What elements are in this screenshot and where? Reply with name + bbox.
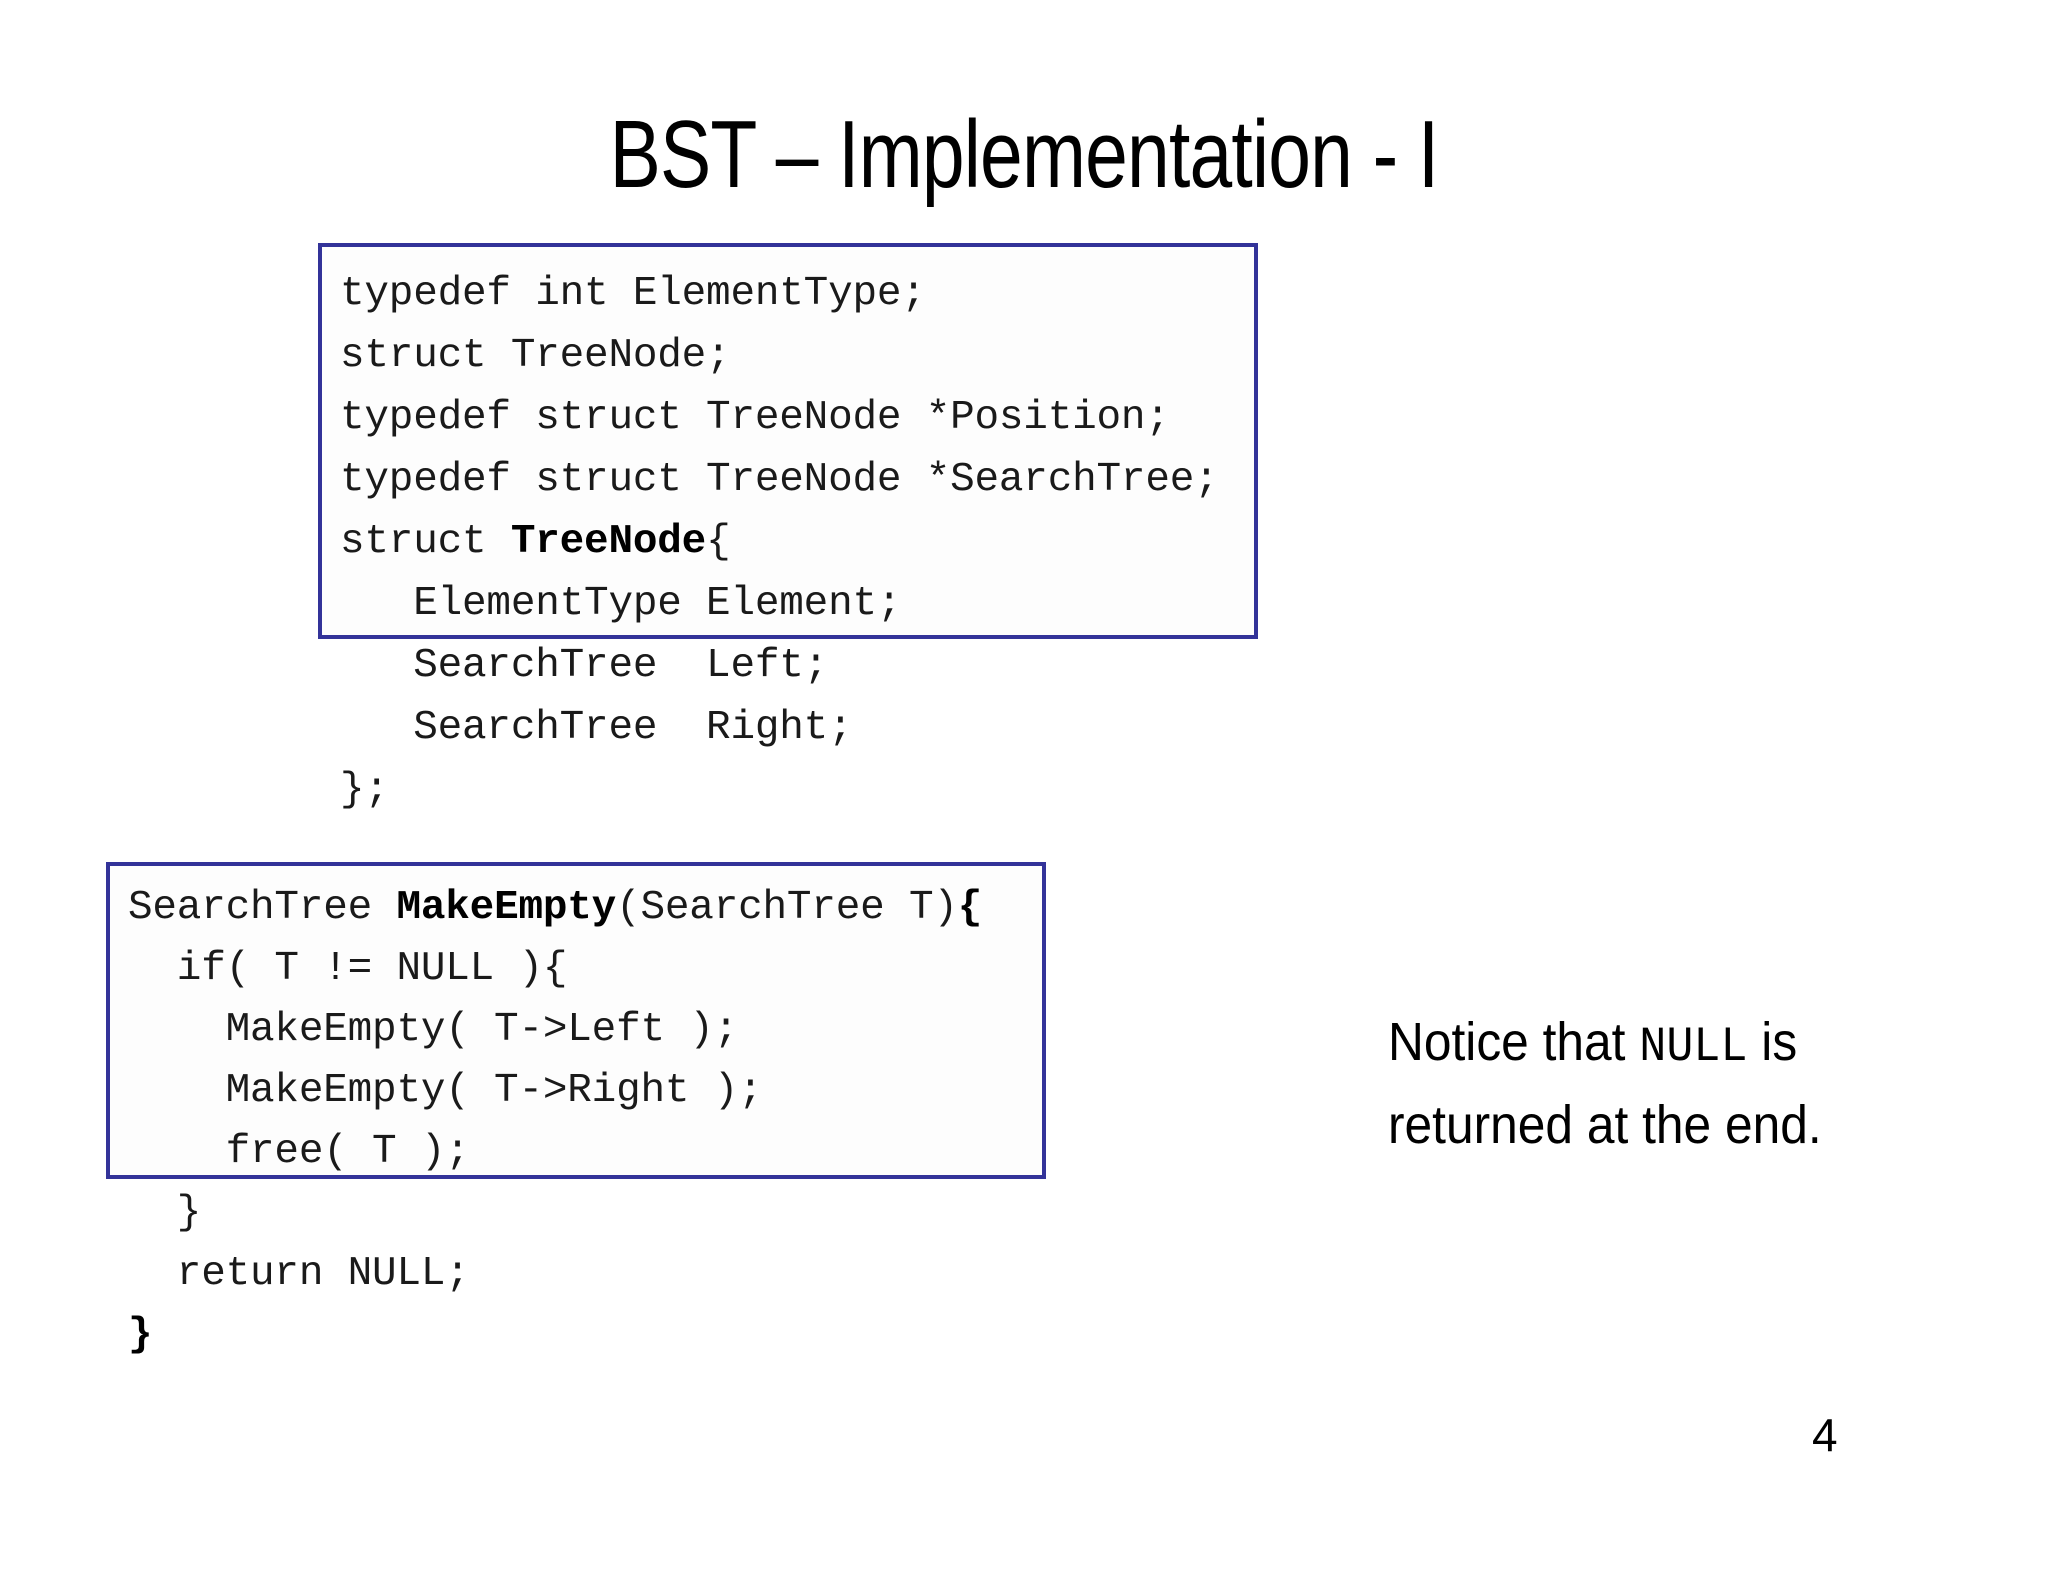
code-text: typedef int ElementType; xyxy=(340,271,926,317)
code-text: struct TreeNode; xyxy=(340,333,731,379)
code-text: free( T ); xyxy=(128,1129,470,1175)
code-line: typedef struct TreeNode *SearchTree; xyxy=(340,449,1254,511)
code-text: } xyxy=(128,1190,202,1236)
code-line: struct TreeNode; xyxy=(340,325,1254,387)
code-line: SearchTree MakeEmpty(SearchTree T){ xyxy=(128,878,1042,939)
code-text: SearchTree xyxy=(128,885,397,931)
code-text: typedef struct TreeNode *SearchTree; xyxy=(340,457,1219,503)
code-line: if( T != NULL ){ xyxy=(128,939,1042,1000)
code-line: MakeEmpty( T->Right ); xyxy=(128,1061,1042,1122)
note-text: Notice that NULL is returned at the end. xyxy=(1388,1003,1958,1164)
code-text: (SearchTree T) xyxy=(616,885,958,931)
code-line: MakeEmpty( T->Left ); xyxy=(128,1000,1042,1061)
code-text-bold: TreeNode xyxy=(510,519,707,565)
code-text: }; xyxy=(340,767,389,813)
code-line: SearchTree Right; xyxy=(340,697,1254,759)
code-block-makeempty: SearchTree MakeEmpty(SearchTree T){ if( … xyxy=(106,862,1046,1358)
page-number: 4 xyxy=(1812,1409,1838,1461)
code-line: } xyxy=(128,1305,1042,1366)
note-part-2: is returned at the end. xyxy=(1388,1012,1822,1155)
code-line: free( T ); xyxy=(128,1122,1042,1183)
code-line: return NULL; xyxy=(128,1244,1042,1305)
code-line: }; xyxy=(340,759,1254,821)
note-null-keyword: NULL xyxy=(1639,1019,1748,1075)
code-text-bold: { xyxy=(957,885,983,931)
note-part-1: Notice that xyxy=(1388,1012,1640,1072)
page-title: BST – Implementation - I xyxy=(609,101,1440,208)
code-text: { xyxy=(706,519,731,565)
code-text: SearchTree Left; xyxy=(340,643,829,689)
code-text: struct xyxy=(340,519,511,565)
code-text: MakeEmpty( T->Left ); xyxy=(128,1007,739,1053)
code-text: return NULL; xyxy=(128,1251,470,1297)
code-line: SearchTree Left; xyxy=(340,635,1254,697)
code-line: ElementType Element; xyxy=(340,573,1254,635)
code-line: struct TreeNode{ xyxy=(340,511,1254,573)
code-text: typedef struct TreeNode *Position; xyxy=(340,395,1170,441)
code-text-bold: } xyxy=(128,1312,153,1358)
code-text: if( T != NULL ){ xyxy=(128,946,568,992)
code-block-treenode-struct: typedef int ElementType; struct TreeNode… xyxy=(318,243,1258,813)
code-line: typedef struct TreeNode *Position; xyxy=(340,387,1254,449)
code-text-bold: MakeEmpty xyxy=(396,885,617,931)
code-line: typedef int ElementType; xyxy=(340,263,1254,325)
code-text: ElementType Element; xyxy=(340,581,902,627)
code-text: MakeEmpty( T->Right ); xyxy=(128,1068,763,1114)
code-text: SearchTree Right; xyxy=(340,705,853,751)
code-line: } xyxy=(128,1183,1042,1244)
